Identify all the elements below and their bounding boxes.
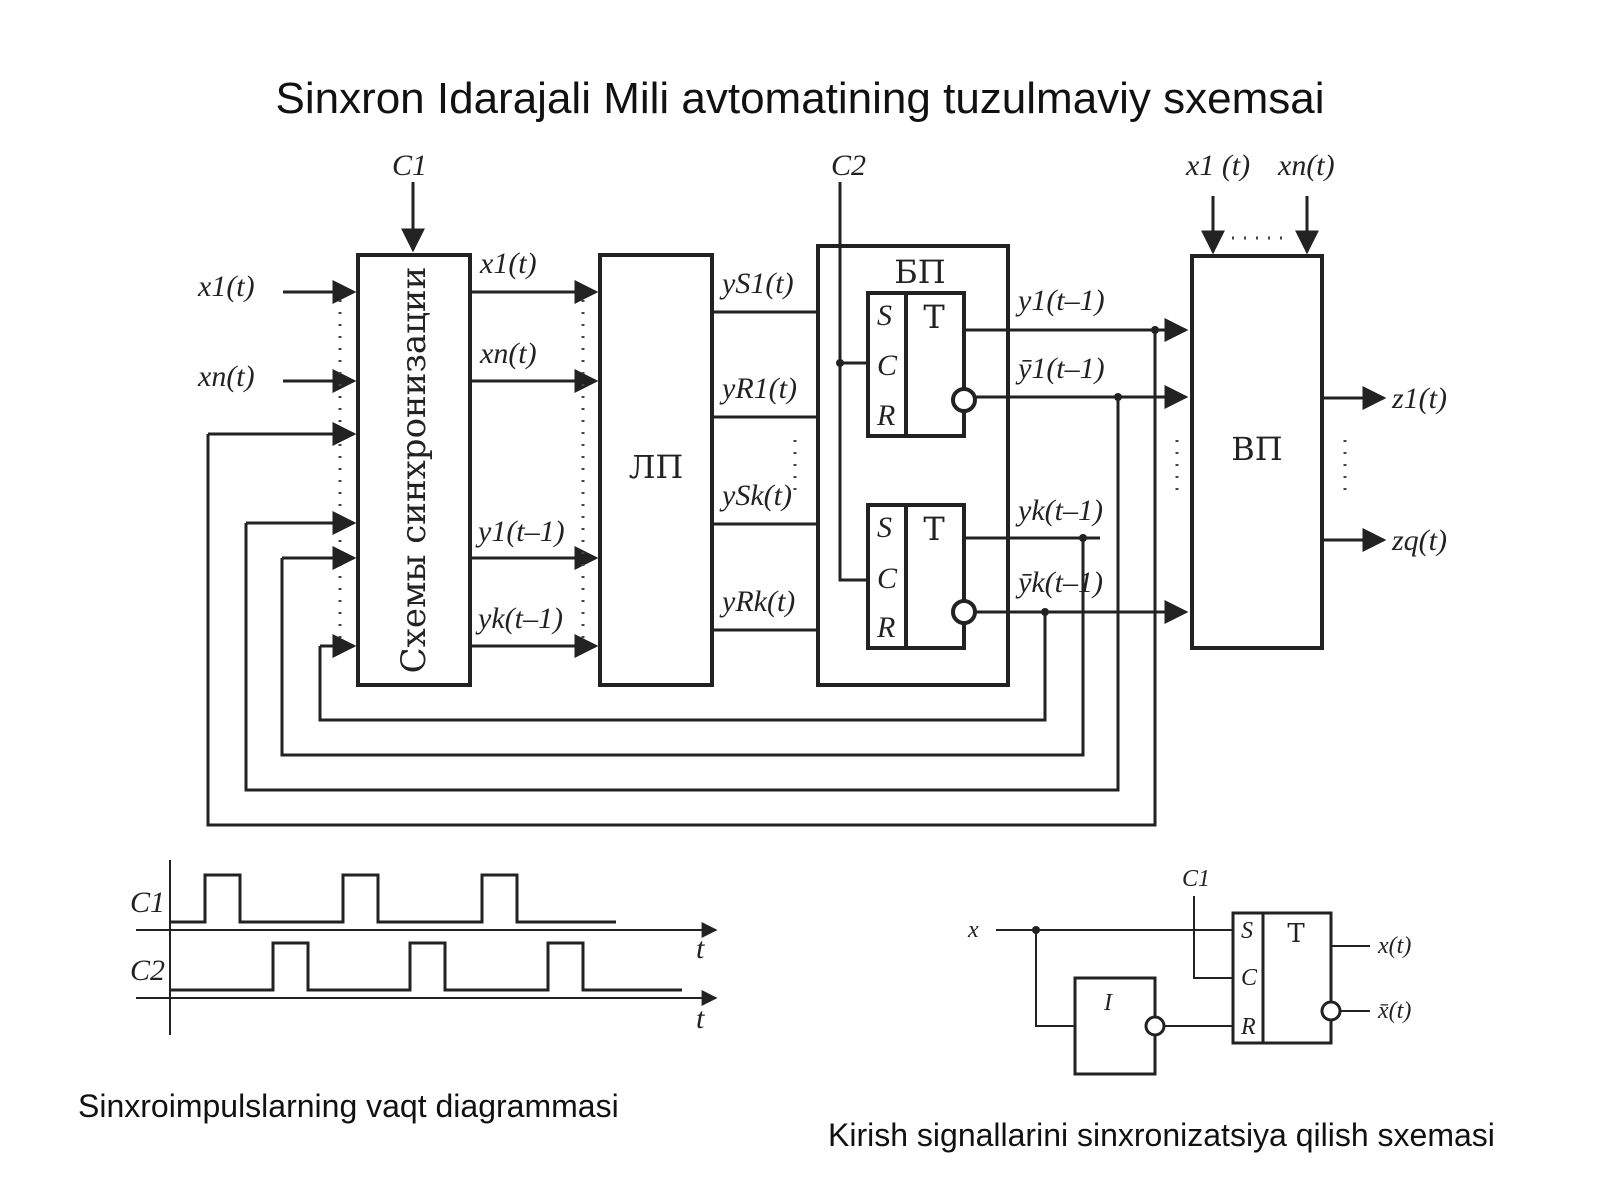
trigger-1-inputs	[866, 291, 908, 438]
input-top-x1: x1 (t)	[1185, 149, 1250, 182]
trigger-1-body	[904, 291, 966, 438]
feedback-loop-2	[244, 397, 1120, 792]
sync-trigger-bubble	[1320, 1000, 1342, 1022]
feedback-loop-3	[280, 538, 1085, 757]
sync-circuit: C1 x I S C R T x(t) x̄(t)	[967, 866, 1411, 1076]
trigger-1-c: C	[877, 349, 898, 382]
sync-out-yk-label: yk(t–1)	[475, 602, 563, 635]
trigger-1-s: S	[877, 299, 892, 332]
c2-line	[838, 182, 868, 582]
bp-out-y1-bar-label: ȳ1(t–1)	[1015, 352, 1105, 385]
sync-trigger-body	[1261, 911, 1333, 1045]
sync-label-c1: C1	[1182, 866, 1210, 892]
trigger-2-t: T	[923, 510, 945, 548]
lp-out-ysk-label: ySk(t)	[719, 479, 792, 512]
input-top-xn: xn(t)	[1277, 149, 1335, 182]
label-c2: C2	[831, 149, 866, 182]
sync-label-x: x	[967, 917, 979, 943]
sync-inverter-bubble	[1144, 1015, 1166, 1037]
sync-out-y1-label: y1(t–1)	[475, 515, 565, 548]
sync-c1-line	[1193, 896, 1233, 979]
trigger-1-t: T	[923, 298, 945, 336]
feedback-loop-4	[318, 612, 1047, 722]
output-zq: zq(t)	[1391, 524, 1447, 557]
sync-x-to-inverter	[1035, 930, 1075, 1027]
sync-trigger-s: S	[1241, 918, 1253, 944]
timing-label-c2: C2	[130, 954, 165, 987]
trigger-1-r: R	[876, 399, 895, 432]
trigger-2-body	[904, 503, 966, 650]
trigger-2-r: R	[876, 611, 895, 644]
junction-yk-bar	[1041, 608, 1049, 616]
c2-junction	[836, 359, 844, 367]
sync-trigger-inputs	[1231, 911, 1265, 1045]
trigger-2-s: S	[877, 511, 892, 544]
sync-block	[356, 253, 472, 687]
trigger-2-inputs	[866, 503, 908, 650]
vp-block-label: ВП	[1231, 430, 1282, 468]
bp-out-yk-bar-label: ȳk(t–1)	[1015, 566, 1103, 599]
bp-out-yk-label: yk(t–1)	[1015, 494, 1103, 527]
sync-out-x-bar-label: x̄(t)	[1377, 998, 1411, 1024]
label-c1: C1	[392, 149, 427, 182]
sync-caption: Kirish signallarini sinxronizatsiya qili…	[828, 1117, 1495, 1153]
sync-out-xn-label: xn(t)	[479, 337, 537, 370]
trigger-2-c: C	[877, 562, 898, 595]
output-z1: z1(t)	[1391, 382, 1447, 415]
main-diagram: C1 Схемы синхронизации x1(t) xn(t) x1(t)…	[197, 149, 1447, 827]
timing-diagram: C1 C2 t t	[130, 860, 718, 1035]
timing-wave-c2	[170, 941, 682, 992]
lp-block	[598, 253, 714, 687]
sync-inverter-label: I	[1103, 990, 1113, 1016]
junction-y1	[1151, 326, 1159, 334]
input-x1: x1(t)	[197, 270, 255, 303]
page-title: Sinxron Idarajali Mili avtomatining tuzu…	[275, 74, 1325, 123]
input-xn: xn(t)	[197, 360, 255, 393]
feedback-loop-1	[206, 330, 1157, 827]
lp-out-yrk-label: yRk(t)	[719, 585, 795, 618]
bp-out-y1-label: y1(t–1)	[1015, 284, 1105, 317]
timing-wave-c1	[170, 873, 616, 924]
junction-yk	[1079, 534, 1087, 542]
vp-block	[1190, 254, 1324, 650]
trigger-2-inv-bubble	[951, 599, 977, 625]
sync-trigger-c: C	[1241, 965, 1258, 991]
lp-out-yr1-label: yR1(t)	[719, 372, 797, 405]
sync-inverter-block	[1073, 976, 1157, 1076]
junction-y1-bar	[1114, 393, 1122, 401]
sync-out-x-label: x(t)	[1377, 933, 1411, 959]
lp-out-ys1-label: yS1(t)	[719, 267, 794, 300]
bp-block-label: БП	[894, 253, 945, 291]
timing-label-c1: C1	[130, 886, 165, 919]
sync-block-label: Схемы синхронизации	[394, 267, 434, 674]
lp-block-label: ЛП	[629, 448, 684, 486]
sync-trigger-t: T	[1287, 919, 1305, 949]
trigger-1-inv-bubble	[951, 387, 977, 413]
timing-t-label-2: t	[696, 1002, 705, 1035]
sync-out-x1-label: x1(t)	[479, 247, 537, 280]
timing-caption: Sinxroimpulslarning vaqt diagrammasi	[78, 1088, 619, 1124]
timing-t-label-1: t	[696, 932, 705, 965]
sync-trigger-r: R	[1240, 1014, 1256, 1040]
